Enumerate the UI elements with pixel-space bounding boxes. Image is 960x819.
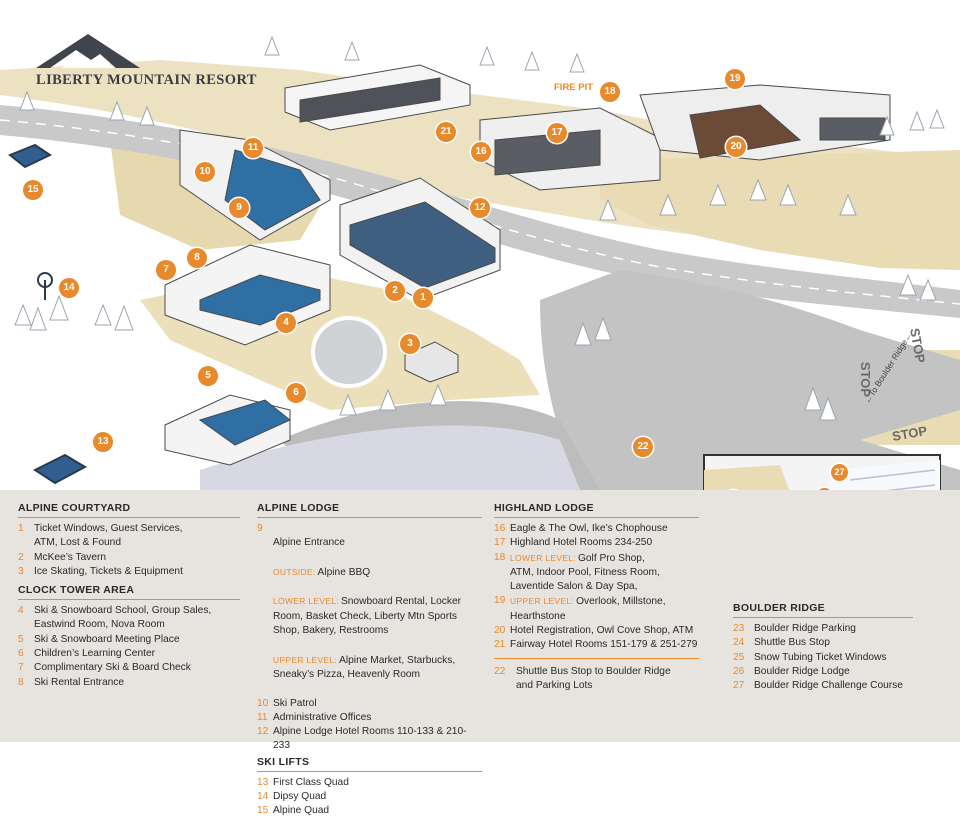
marker-20[interactable]: 20 [726, 137, 746, 157]
brand-name: LIBERTY MOUNTAIN RESORT [36, 72, 257, 88]
section-title-alpine-lodge: ALPINE LODGE [257, 502, 482, 518]
mountain-logo-icon [36, 34, 140, 68]
section-title-highland-lodge: HIGHLAND LODGE [494, 502, 699, 518]
marker-22[interactable]: 22 [633, 437, 653, 457]
marker-18[interactable]: 18 [600, 82, 620, 102]
marker-10[interactable]: 10 [195, 162, 215, 182]
resort-map: LIBERTY MOUNTAIN RESORT FIRE PIT STOP ST… [0, 30, 960, 490]
section-title-clock-tower: CLOCK TOWER AREA [18, 584, 240, 601]
resort-logo: LIBERTY MOUNTAIN RESORT [36, 30, 256, 88]
marker-12[interactable]: 12 [470, 198, 490, 218]
section-title-ski-lifts: SKI LIFTS [257, 756, 482, 772]
marker-9[interactable]: 9 [229, 198, 249, 218]
marker-21[interactable]: 21 [436, 122, 456, 142]
marker-2[interactable]: 2 [385, 281, 405, 301]
marker-19[interactable]: 19 [725, 69, 745, 89]
marker-15[interactable]: 15 [23, 180, 43, 200]
section-title-boulder-ridge: BOULDER RIDGE [733, 602, 913, 618]
marker-3[interactable]: 3 [400, 334, 420, 354]
marker-6[interactable]: 6 [286, 383, 306, 403]
marker-26[interactable]: 26 [816, 488, 833, 490]
marker-5[interactable]: 5 [198, 366, 218, 386]
legend-column-2: ALPINE LODGE 9 Alpine Entrance OUTSIDE:A… [257, 502, 482, 819]
marker-1[interactable]: 1 [413, 288, 433, 308]
marker-17[interactable]: 17 [547, 123, 567, 143]
marker-7[interactable]: 7 [156, 260, 176, 280]
marker-16[interactable]: 16 [471, 142, 491, 162]
marker-4[interactable]: 4 [276, 313, 296, 333]
marker-14[interactable]: 14 [59, 278, 79, 298]
marker-8[interactable]: 8 [187, 248, 207, 268]
legend-item-9[interactable]: 9 Alpine Entrance OUTSIDE:Alpine BBQ LOW… [257, 523, 462, 680]
marker-11[interactable]: 11 [243, 138, 263, 158]
section-title-alpine-courtyard: ALPINE COURTYARD [18, 502, 240, 518]
fire-pit-label: FIRE PIT [554, 82, 594, 93]
marker-13[interactable]: 13 [93, 432, 113, 452]
marker-27[interactable]: 27 [831, 464, 848, 481]
